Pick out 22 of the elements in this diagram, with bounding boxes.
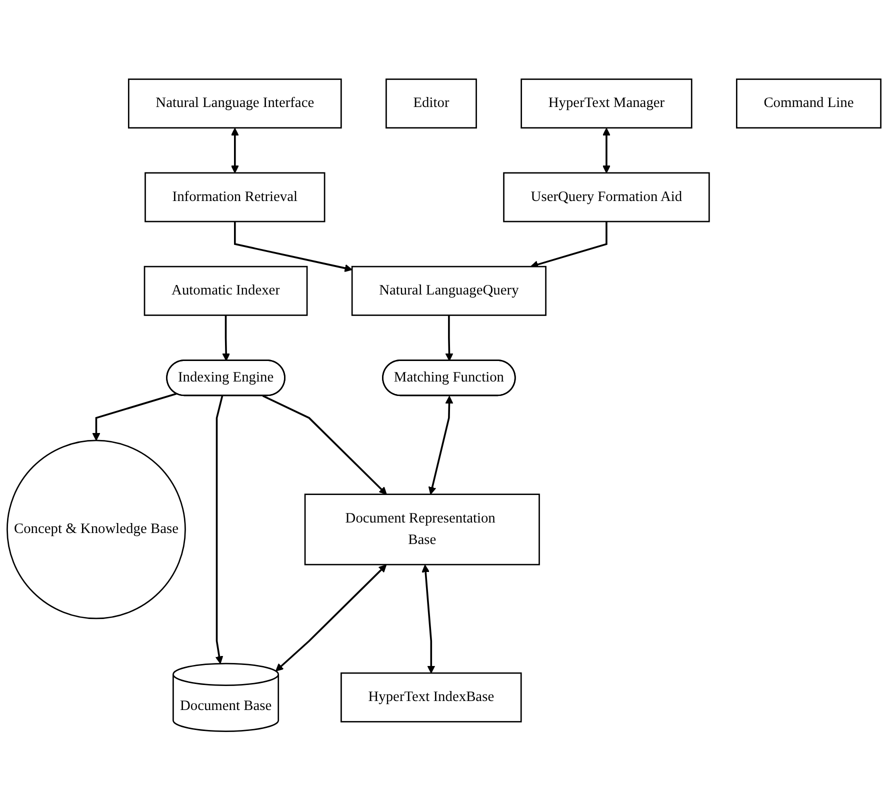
node-box: Automatic Indexer [144,266,308,316]
arrow [422,564,436,674]
arrow [262,394,387,494]
arrow [230,128,239,173]
node-box: HyperText Manager [520,78,692,128]
node-box: Document Representation Base [304,493,540,566]
node-box: HyperText IndexBase [340,672,522,722]
node-box: Natural Language Interface [128,78,342,128]
arrow [445,314,454,361]
arrow [222,314,230,361]
node-box: Information Retrieval [144,172,326,222]
node-box: UserQuery Formation Aid [503,172,710,222]
arrow [602,128,610,173]
arrow [92,392,177,441]
node-box: Command Line [736,78,882,128]
arrow [428,396,454,494]
node-box: Natural LanguageQuery [351,266,546,316]
node-circle: Concept & Knowledge Base [6,440,186,619]
node-box: Editor [386,78,477,128]
arrow [215,395,224,664]
arrow [275,564,387,672]
arrow [234,221,352,272]
